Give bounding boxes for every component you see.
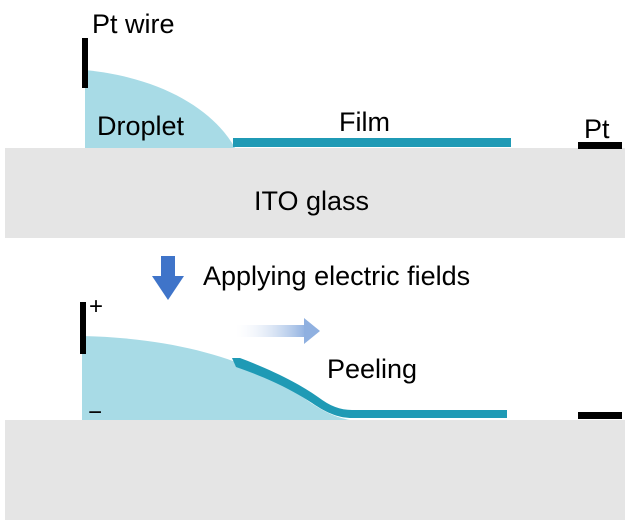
anode-electrode	[80, 302, 86, 354]
pt-counter-electrode-bottom	[578, 412, 622, 419]
peeling-film-bottom	[232, 358, 507, 418]
pt-wire-label: Pt wire	[92, 9, 175, 39]
pt-wire-electrode	[82, 38, 88, 88]
ito-glass-substrate-bottom	[5, 420, 625, 520]
plus-label: +	[89, 293, 103, 320]
step-label: Applying electric fields	[203, 261, 470, 291]
pt-label: Pt	[584, 114, 610, 144]
ito-glass-substrate-top	[5, 148, 625, 238]
right-arrow-icon	[236, 318, 320, 344]
pt-counter-electrode-top	[578, 142, 622, 149]
film-label: Film	[339, 107, 390, 137]
droplet-bottom	[82, 336, 350, 420]
ito-glass-label: ITO glass	[254, 186, 369, 216]
minus-label: −	[88, 399, 102, 426]
film-top	[233, 138, 511, 147]
peeling-label: Peeling	[327, 354, 417, 384]
droplet-label: Droplet	[97, 111, 185, 141]
down-arrow-icon	[152, 256, 184, 300]
droplet-top	[85, 70, 235, 148]
